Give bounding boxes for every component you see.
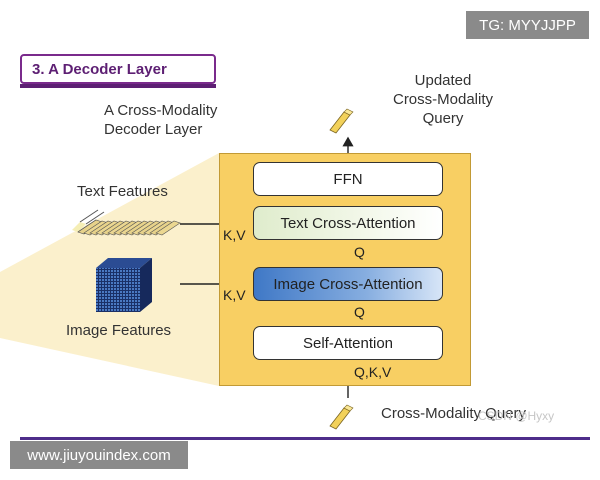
text-features-label: Text Features xyxy=(77,183,168,200)
image-cross-attention-block: Image Cross-Attention xyxy=(253,267,443,301)
watermark: CSDN @Hyxy xyxy=(478,409,555,423)
ffn-block: FFN xyxy=(253,162,443,196)
updated-query-line-3: Query xyxy=(422,109,464,127)
decoder-layer-caption-line-1: A Cross-Modality xyxy=(104,102,218,119)
q-label-image: Q xyxy=(354,304,365,320)
decoder-layer-caption: A Cross-Modality Decoder Layer xyxy=(104,102,217,140)
footer-divider xyxy=(20,437,590,440)
kv-label-image: K,V xyxy=(223,287,246,303)
decoder-layer-caption-line-2: Decoder Layer xyxy=(104,120,203,138)
self-attention-block: Self-Attention xyxy=(253,326,443,360)
updated-query-line-2: Cross-Modality xyxy=(392,90,494,108)
cross-modality-query-label: Cross-Modality Query xyxy=(381,405,527,422)
section-title: 3. A Decoder Layer xyxy=(20,54,216,88)
q-label-text: Q xyxy=(354,244,365,260)
updated-query-line-1: Updated xyxy=(414,72,472,89)
image-feature-cube xyxy=(96,258,152,312)
output-query-token xyxy=(329,108,354,134)
input-query-token xyxy=(329,404,354,430)
kv-label-text: K,V xyxy=(223,227,246,243)
url-badge[interactable]: www.jiuyouindex.com xyxy=(10,441,188,469)
qkv-label: Q,K,V xyxy=(354,364,392,380)
image-features-label: Image Features xyxy=(66,322,172,339)
text-cross-attention-block: Text Cross-Attention xyxy=(253,206,443,240)
tg-badge: TG: MYYJJPP xyxy=(466,11,589,39)
text-feature-tokens xyxy=(72,209,181,236)
updated-query-caption: Updated Cross-Modality Query xyxy=(372,72,514,128)
